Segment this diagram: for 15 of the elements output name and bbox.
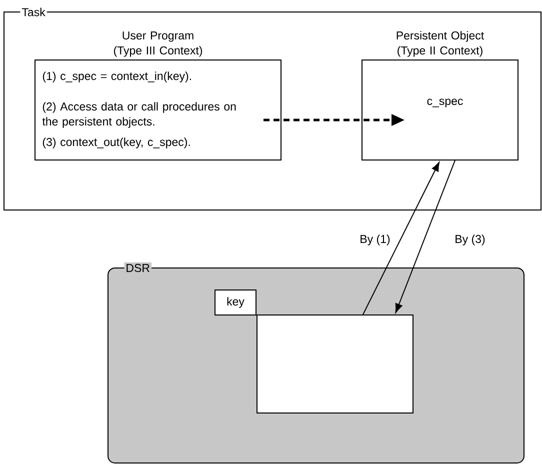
- edge-label: By (1): [358, 234, 392, 246]
- box-title: User Program (Type III Context): [114, 32, 202, 57]
- edge-label: By (3): [454, 234, 486, 246]
- key-label: key: [227, 297, 244, 308]
- step-text: (3) context_out(key, c_spec).: [42, 138, 190, 148]
- frame-title: DSR: [124, 262, 152, 274]
- box-title: Persistent Object (Type II Context): [396, 31, 484, 57]
- step-text: (1) c_spec = context_in(key).: [42, 72, 191, 82]
- step-text: (2) Access data or call procedures on the persistent objects.: [42, 102, 236, 128]
- arrow: [362, 162, 440, 315]
- frame-title: Task: [20, 6, 47, 18]
- arrow: [395, 160, 456, 313]
- box-text: c_spec: [427, 98, 463, 108]
- arrow: [264, 114, 404, 126]
- storage-box: [256, 314, 414, 414]
